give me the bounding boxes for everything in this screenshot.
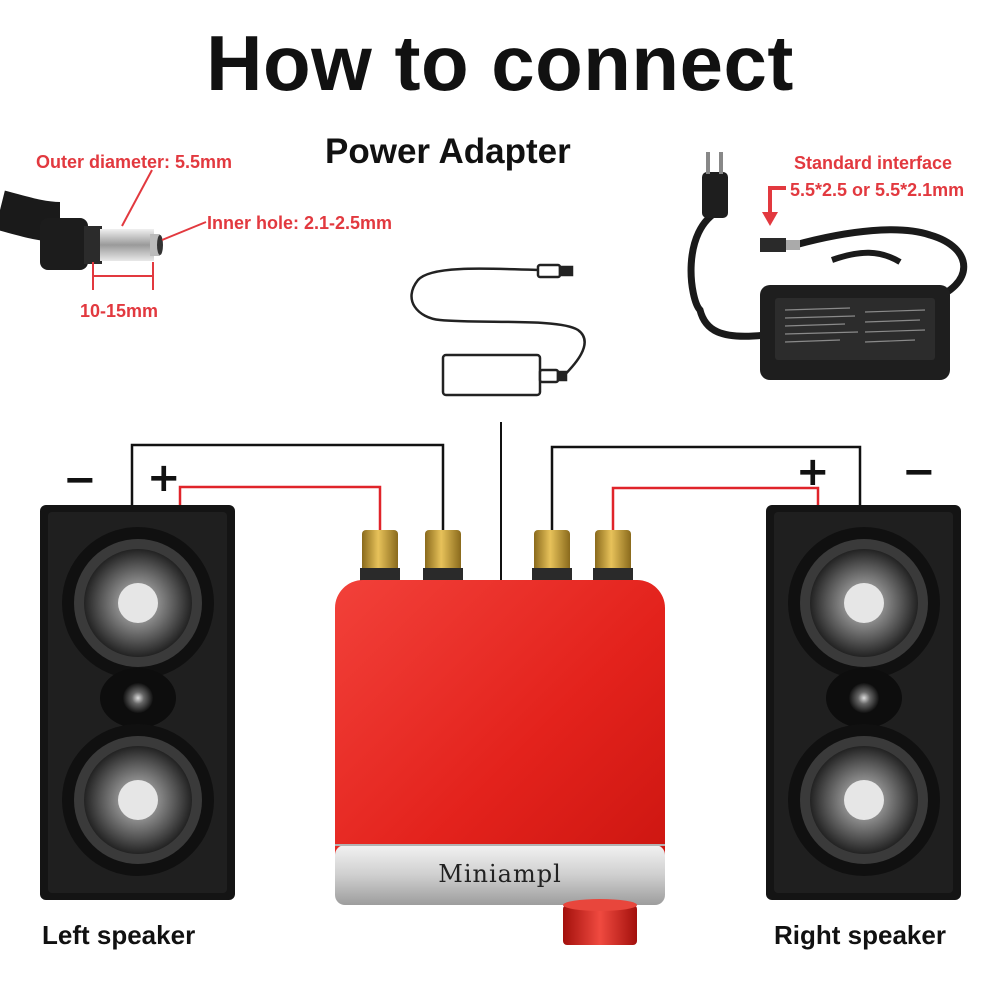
plug-dimension-lines — [92, 169, 207, 290]
left-positive-wire — [178, 485, 382, 530]
right-plus-sign: + — [796, 449, 830, 495]
right-positive-wire — [611, 486, 820, 530]
right-minus-sign: − — [902, 449, 936, 495]
right-speaker — [766, 505, 961, 900]
adapter-outline-icon — [410, 263, 586, 397]
power-adapter-heading: Power Adapter — [325, 132, 571, 171]
right-negative-wire — [550, 445, 862, 530]
left-negative-wire — [130, 443, 445, 530]
binding-posts — [360, 530, 633, 582]
standard-interface-label: Standard interface — [794, 153, 953, 173]
inner-hole-label: Inner hole: 2.1-2.5mm — [207, 213, 393, 233]
left-speaker-label: Left speaker — [42, 920, 196, 950]
page-title: How to connect — [206, 19, 794, 107]
volume-knob — [563, 899, 637, 945]
adapter-callout-arrow — [762, 186, 786, 226]
interface-size-label: 5.5*2.5 or 5.5*2.1mm — [790, 180, 965, 200]
left-speaker — [40, 505, 235, 900]
amplifier — [335, 580, 665, 905]
power-adapter-illustration — [687, 152, 968, 380]
dc-plug-illustration — [0, 190, 163, 270]
outer-diameter-label: Outer diameter: 5.5mm — [36, 152, 233, 172]
right-speaker-label: Right speaker — [774, 920, 946, 950]
plug-length-label: 10-15mm — [80, 301, 159, 321]
amplifier-brand-label: Miniampl — [438, 860, 562, 888]
left-minus-sign: − — [63, 457, 97, 503]
left-plus-sign: + — [147, 455, 181, 501]
